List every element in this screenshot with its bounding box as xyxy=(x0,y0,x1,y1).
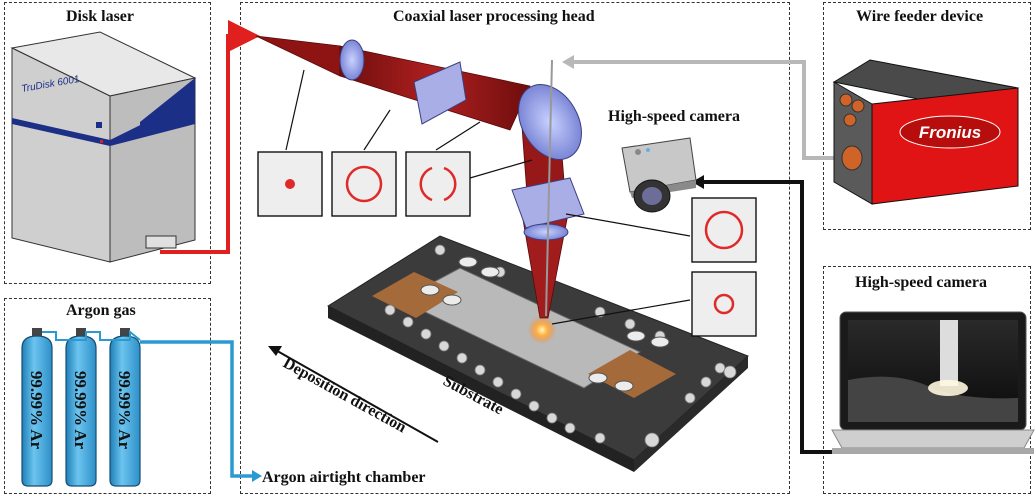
wire-feed-arrowhead xyxy=(562,55,574,69)
high-speed-camera-label: High-speed camera xyxy=(608,108,740,125)
cylinder-label-3: 99.99% Ar xyxy=(115,371,134,450)
fronius-logo-text: Fronius xyxy=(919,123,981,142)
deposition-direction-label: Deposition direction xyxy=(280,355,409,437)
beam-profile-split-ring xyxy=(405,151,471,217)
argon-cylinders: 99.99% Ar 99.99% Ar 99.99% Ar xyxy=(21,328,141,487)
laser-fiber-line xyxy=(160,20,260,254)
beam-optics xyxy=(339,39,585,317)
argon-gas-title: Argon gas xyxy=(66,302,136,319)
substrate-fixture xyxy=(326,235,749,472)
cylinder-label-1: 99.99% Ar xyxy=(27,371,46,450)
argon-gas-panel xyxy=(4,298,211,494)
disk-laser-title: Disk laser xyxy=(66,8,134,25)
beam-profile-small-ring xyxy=(691,271,757,337)
beam-profile-boxes xyxy=(257,69,757,337)
wire-feeder-title: Wire feeder device xyxy=(856,8,984,25)
disk-laser-panel xyxy=(4,2,211,284)
argon-gas-line xyxy=(140,340,252,478)
camera-display-panel xyxy=(823,266,1031,494)
beam-profile-ring xyxy=(331,151,397,217)
laptop-display xyxy=(831,311,1035,454)
high-speed-camera-device xyxy=(621,137,697,213)
camera-display-title: High-speed camera xyxy=(855,274,987,291)
camera-signal-arrowhead xyxy=(692,175,704,189)
disk-laser-machine: TruDisk 6001 xyxy=(10,31,197,263)
processing-head-title: Coaxial laser processing head xyxy=(393,8,595,25)
argon-cylinder-1: 99.99% Ar xyxy=(21,328,53,487)
camera-signal-line xyxy=(700,180,832,454)
argon-gas-arrowhead xyxy=(252,470,262,482)
argon-chamber-label: Argon airtight chamber xyxy=(262,469,426,486)
beam-profile-point xyxy=(257,151,323,217)
argon-cylinder-3: 99.99% Ar xyxy=(109,328,141,487)
processing-head-panel xyxy=(240,2,790,494)
wire-feed-line xyxy=(570,60,840,160)
argon-cylinder-2: 99.99% Ar xyxy=(65,328,97,487)
cylinder-label-2: 99.99% Ar xyxy=(71,371,90,450)
deposition-arrowhead xyxy=(268,346,282,356)
deposition-direction-arrow xyxy=(271,347,439,443)
wire-feeder-panel xyxy=(823,2,1031,230)
wire-feeder-device: Fronius xyxy=(832,59,1020,205)
beam-profile-large-ring xyxy=(691,197,757,263)
